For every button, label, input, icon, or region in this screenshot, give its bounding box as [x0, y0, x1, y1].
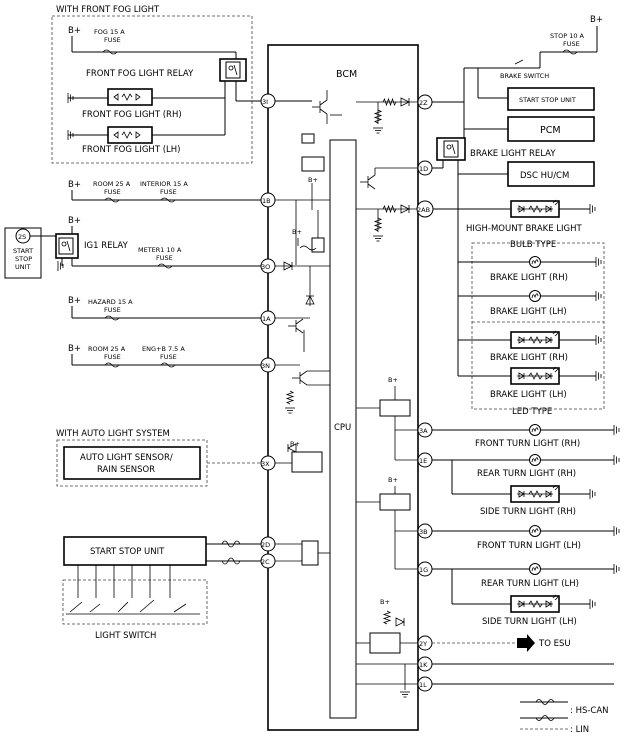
room25b-fuse-sub: FUSE	[104, 353, 121, 361]
fog15-fuse-label: FOG 15 A	[94, 28, 125, 36]
light-switch-box	[62, 579, 208, 625]
terminal-3b-label: 3B	[419, 528, 428, 536]
bplus-int3: B+	[290, 440, 300, 448]
room25a-fuse-sub: FUSE	[104, 188, 121, 196]
bplus-int1: B+	[308, 176, 318, 184]
to-esu-label: TO ESU	[538, 639, 571, 649]
auto-sensor-l1: AUTO LIGHT SENSOR/	[80, 453, 173, 463]
terminal-2d-label: 2D	[261, 541, 270, 549]
terminal-1g-label: 1G	[419, 566, 428, 574]
dsc-label: DSC HU/CM	[520, 171, 569, 181]
start-stop-unit-right	[507, 87, 595, 111]
bplus-stop: B+	[590, 15, 603, 25]
brake-switch-label: BRAKE SWITCH	[500, 72, 549, 80]
bplus-eng: B+	[68, 344, 81, 354]
engb-fuse-sub: FUSE	[160, 353, 177, 361]
fog-rh-lamp	[107, 88, 153, 106]
terminal-3a-label: 3A	[419, 427, 428, 435]
start-stop-unit-label: START STOP UNIT	[90, 547, 165, 557]
auto-light-group-title: WITH AUTO LIGHT SYSTEM	[56, 429, 170, 439]
terminal-3x-label: 3X	[261, 460, 270, 468]
front-turn-rh-label: FRONT TURN LIGHT (RH)	[475, 439, 580, 449]
terminal-3i-label: 3I	[262, 98, 268, 106]
terminal-1d-label: 1D	[419, 165, 428, 173]
legend-hs-can: : HS-CAN	[570, 706, 609, 716]
interior15-fuse-label: INTERIOR 15 A	[140, 180, 188, 188]
hazard15-fuse-label: HAZARD 15 A	[88, 298, 133, 306]
terminal-2ab-label: 2AB	[417, 206, 430, 214]
bplus-fog: B+	[68, 26, 81, 36]
terminal-1l-label: 1L	[419, 681, 427, 689]
legend-lin: : LIN	[570, 725, 589, 735]
bplus-int5: B+	[388, 476, 398, 484]
brake-light-type-box	[471, 242, 605, 410]
brake-relay-label: BRAKE LIGHT RELAY	[470, 149, 556, 159]
side-turn-rh-label: SIDE TURN LIGHT (RH)	[480, 507, 576, 517]
bulb-brake-lh-label: BRAKE LIGHT (LH)	[490, 307, 567, 317]
terminal-2y-label: 2Y	[419, 640, 427, 648]
terminal-2s-label: 2S	[18, 233, 26, 241]
start-stop-small-l3: UNIT	[15, 263, 31, 271]
led-brake-lh-label: BRAKE LIGHT (LH)	[490, 390, 567, 400]
room25b-fuse-label: ROOM 25 A	[88, 345, 126, 353]
start-stop-small-l1: START	[13, 247, 33, 255]
terminal-3o-label: 3O	[261, 263, 270, 271]
fog-lh-lamp	[107, 126, 153, 144]
bcm-title: BCM	[336, 69, 357, 80]
auto-sensor-l2: RAIN SENSOR	[97, 465, 155, 475]
pcm-label: PCM	[540, 125, 561, 136]
bcm-internal-circuits: B+ B+ B+	[275, 90, 418, 698]
bplus-room: B+	[68, 180, 81, 190]
cpu-label: CPU	[334, 423, 351, 433]
led-brake-rh-label: BRAKE LIGHT (RH)	[490, 353, 568, 363]
terminal-1a-label: 1A	[262, 315, 271, 323]
engb-fuse-label: ENG+B 7.5 A	[142, 345, 185, 353]
terminal-3n-label: 3N	[261, 362, 270, 370]
cpu-block	[329, 139, 357, 719]
start-stop-unit-right-label: START STOP UNIT	[519, 96, 576, 104]
side-turn-lh-label: SIDE TURN LIGHT (LH)	[482, 617, 577, 627]
terminal-2c-label: 2C	[261, 558, 270, 566]
meter1-fuse-sub: FUSE	[156, 254, 173, 262]
led-type-label: LED TYPE	[512, 407, 552, 417]
fog15-fuse-sub: FUSE	[104, 36, 121, 44]
start-stop-unit	[63, 536, 207, 566]
terminal-1k-label: 1K	[419, 661, 428, 669]
stop10-fuse-sub: FUSE	[563, 40, 580, 48]
ig1-relay-label: IG1 RELAY	[84, 241, 129, 251]
meter1-fuse-label: METER1 10 A	[138, 246, 182, 254]
bplus-int6: B+	[380, 598, 390, 606]
interior15-fuse-sub: FUSE	[160, 188, 177, 196]
front-turn-lh-label: FRONT TURN LIGHT (LH)	[477, 541, 581, 551]
to-esu-arrow-icon	[517, 634, 535, 652]
rear-turn-lh-label: REAR TURN LIGHT (LH)	[481, 579, 579, 589]
dsc-box	[507, 161, 595, 187]
legend: : HS-CAN : LIN	[520, 699, 609, 735]
hazard15-fuse-sub: FUSE	[104, 306, 121, 314]
terminal-1e-label: 1E	[419, 457, 427, 465]
terminal-1b-label: 1B	[262, 197, 271, 205]
pcm-box	[507, 116, 595, 142]
stop10-fuse-label: STOP 10 A	[550, 32, 585, 40]
high-mount-label: HIGH-MOUNT BRAKE LIGHT	[466, 224, 583, 234]
bplus-ig1: B+	[68, 216, 81, 226]
rear-turn-rh-label: REAR TURN LIGHT (RH)	[477, 469, 576, 479]
start-stop-small-l2: STOP	[15, 255, 32, 263]
bulb-type-label: BULB TYPE	[510, 240, 556, 250]
fog-rh-label: FRONT FOG LIGHT (RH)	[82, 110, 182, 120]
auto-light-sensor	[63, 446, 201, 480]
bplus-hazard: B+	[68, 296, 81, 306]
room25a-fuse-label: ROOM 25 A	[93, 180, 131, 188]
fog-light-group-border	[51, 15, 253, 164]
fog-group-title: WITH FRONT FOG LIGHT	[56, 5, 160, 15]
bplus-int4: B+	[388, 376, 398, 384]
bulb-brake-rh-label: BRAKE LIGHT (RH)	[490, 273, 568, 283]
bplus-int2: B+	[292, 228, 302, 236]
fog-lh-label: FRONT FOG LIGHT (LH)	[82, 145, 180, 155]
front-fog-relay-label: FRONT FOG LIGHT RELAY	[86, 69, 194, 79]
light-switch-label: LIGHT SWITCH	[95, 631, 156, 641]
terminal-2z-label: 2Z	[419, 99, 428, 107]
